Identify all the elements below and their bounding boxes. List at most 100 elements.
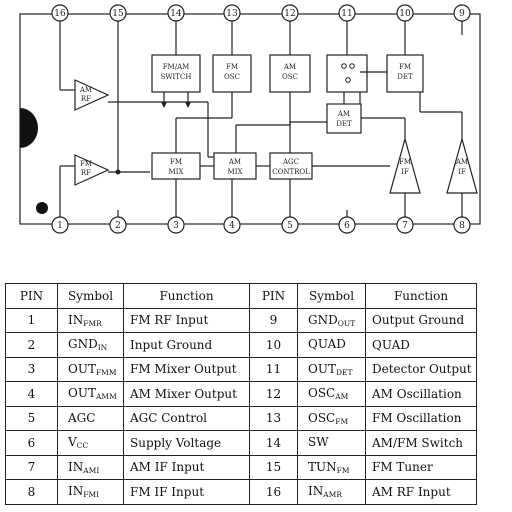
pin-9: 9 xyxy=(453,4,471,22)
symbol-subscript: DET xyxy=(335,367,353,377)
fm-det-block xyxy=(386,54,424,93)
pin-10: 10 xyxy=(396,4,414,22)
fm-det-label-1: FM xyxy=(399,63,411,71)
pin-function: Output Ground xyxy=(365,307,477,333)
am-rf-amplifier xyxy=(74,79,110,111)
pin-function: Input Ground xyxy=(123,332,250,358)
ic-block-diagram: AM RF FM RF FM/AM SWITCH FM OSC AM OSC F… xyxy=(19,4,481,234)
am-osc-block xyxy=(269,54,311,93)
switch-contact xyxy=(341,63,347,69)
pin-14: 14 xyxy=(167,4,185,22)
pin-function-text: Supply Voltage xyxy=(130,435,222,450)
symbol-subscript: FMM xyxy=(95,367,117,377)
am-mix-block xyxy=(213,152,257,180)
pin-function: Detector Output xyxy=(365,356,477,382)
detector-switch-block xyxy=(326,54,368,93)
pin-number-text: 7 xyxy=(27,460,36,475)
pin-number-text: 8 xyxy=(27,484,36,499)
pin1-marker xyxy=(36,202,48,214)
pin-symbol: OUTDET xyxy=(297,356,366,382)
pin-number: 14 xyxy=(249,430,298,456)
pin-number-text: 11 xyxy=(265,362,282,377)
am-det-label-2: DET xyxy=(336,120,352,128)
am-mix-label-1: AM xyxy=(228,158,241,166)
pin-number: 2 xyxy=(5,332,58,358)
svg-text:5: 5 xyxy=(287,221,293,231)
pin-symbol: INAMR xyxy=(297,479,366,505)
pin-4: 4 xyxy=(223,216,241,234)
fm-osc-block xyxy=(212,54,252,93)
pin-number: 8 xyxy=(5,479,58,505)
pin-15: 15 xyxy=(109,4,127,22)
pin-function: FM RF Input xyxy=(123,307,250,333)
pin-symbol: INAMI xyxy=(57,454,124,480)
pin-function-text: AM/FM Switch xyxy=(372,435,464,450)
pin-number: 3 xyxy=(5,356,58,382)
pin-symbol-text: IN xyxy=(68,459,84,474)
symbol-subscript: AMI xyxy=(83,465,100,475)
pin-symbol: INFMR xyxy=(57,307,124,333)
pin-8: 8 xyxy=(453,216,471,234)
pin-function-text: AM Oscillation xyxy=(372,386,462,401)
pin-symbol-text: V xyxy=(68,435,77,450)
pin-11: 11 xyxy=(338,4,356,22)
pin-7: 7 xyxy=(396,216,414,234)
pin-number: 13 xyxy=(249,405,298,431)
pin-function-text: FM IF Input xyxy=(130,484,205,499)
pin-number-text: 4 xyxy=(27,386,36,401)
pin-number-text: 1 xyxy=(27,313,36,328)
pin-symbol: OSCAM xyxy=(297,381,366,407)
pin-function: AGC Control xyxy=(123,405,250,431)
pin-number-text: 10 xyxy=(265,337,282,352)
am-if-label-2: IF xyxy=(458,168,466,176)
svg-text:6: 6 xyxy=(344,221,350,231)
pin-symbol-text: QUAD xyxy=(308,337,346,352)
fm-osc-label-1: FM xyxy=(226,63,238,71)
pin-number: 10 xyxy=(249,332,298,358)
symbol-subscript: FM xyxy=(336,465,350,475)
pin-number: 1 xyxy=(5,307,58,333)
pin-function-text: Input Ground xyxy=(130,337,213,352)
pin-function-text: AM Mixer Output xyxy=(130,386,237,401)
svg-text:2: 2 xyxy=(115,221,121,231)
pin-function-text: FM Oscillation xyxy=(372,411,462,426)
pin-number: 5 xyxy=(5,405,58,431)
fm-rf-label-1: FM xyxy=(80,160,92,168)
pin-symbol-text: GND xyxy=(308,312,338,327)
svg-text:9: 9 xyxy=(459,9,465,19)
ic-notch xyxy=(20,108,38,148)
symbol-subscript: OUT xyxy=(337,318,356,328)
header-function-2: Function xyxy=(365,283,477,309)
fm-det-label-2: DET xyxy=(397,73,413,81)
pin-number-text: 15 xyxy=(265,460,282,475)
svg-text:1: 1 xyxy=(57,221,63,231)
pin-function-text: FM Tuner xyxy=(372,460,433,475)
am-osc-label-2: OSC xyxy=(282,73,298,81)
pin-function: FM IF Input xyxy=(123,479,250,505)
pin-number: 15 xyxy=(249,454,298,480)
symbol-subscript: CC xyxy=(76,441,89,451)
pin-function: AM IF Input xyxy=(123,454,250,480)
fm-rf-label-2: RF xyxy=(81,169,91,177)
pin-1: 1 xyxy=(51,216,69,234)
pin-symbol: SW xyxy=(297,430,366,456)
am-det-label-1: AM xyxy=(337,110,350,118)
svg-text:15: 15 xyxy=(112,9,124,19)
am-mix-label-2: MIX xyxy=(228,168,243,176)
am-rf-label-1: AM xyxy=(79,86,92,94)
am-if-amplifier xyxy=(446,136,478,194)
pin-number-text: 12 xyxy=(265,386,282,401)
symbol-subscript: AMR xyxy=(323,490,342,500)
pin-number-text: 6 xyxy=(27,435,36,450)
pin-function-text: QUAD xyxy=(372,337,410,352)
symbol-subscript: FMI xyxy=(83,490,100,500)
header-symbol-2: Symbol xyxy=(297,283,366,309)
pin-function: AM/FM Switch xyxy=(365,430,477,456)
pin-symbol: VCC xyxy=(57,430,124,456)
fm-if-amplifier xyxy=(389,136,421,194)
pin-16: 16 xyxy=(51,4,69,22)
svg-text:7: 7 xyxy=(402,221,408,231)
